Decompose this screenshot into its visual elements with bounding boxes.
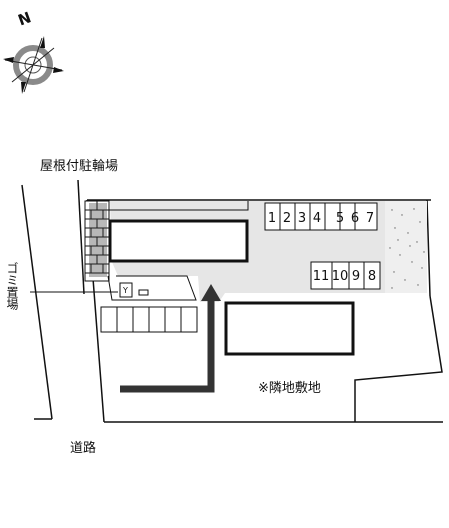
parking-space-label: 2	[283, 211, 291, 226]
bicycle-slots	[100, 306, 198, 333]
parking-space-label: 5	[336, 211, 344, 226]
garbage-box	[119, 282, 133, 298]
utility-box	[138, 289, 149, 296]
parking-space-label: 6	[351, 211, 359, 226]
road-label: 道路	[70, 440, 96, 456]
parking-space-label: 1	[268, 211, 276, 226]
parking-space-label: 9	[352, 269, 360, 284]
parking-space-label: 8	[368, 269, 376, 284]
parking-space-label: 3	[298, 211, 306, 226]
bicycle-parking-label: 屋根付駐輪場	[40, 158, 118, 174]
planting-area	[385, 201, 427, 293]
parking-row-bottom	[310, 261, 381, 290]
garbage-label: ゴミ置場	[5, 261, 19, 311]
neighbor-building	[224, 301, 355, 356]
site-boundary	[77, 179, 443, 423]
parking-row-top	[264, 202, 378, 231]
north-label: N	[16, 8, 34, 29]
neighbor-lot-label: ※隣地敷地	[258, 380, 321, 396]
parking-space-label: 11	[313, 269, 330, 284]
parking-space-label: 7	[366, 211, 374, 226]
wall-shade	[89, 203, 107, 277]
garbage-box-mark: Y	[122, 286, 128, 295]
main-building	[108, 219, 249, 263]
parking-space-label: 10	[332, 269, 349, 284]
parking-space-label: 4	[313, 211, 321, 226]
road-edge-line	[21, 184, 53, 420]
compass-icon	[3, 36, 64, 94]
entrance-arrow-icon	[120, 284, 221, 393]
